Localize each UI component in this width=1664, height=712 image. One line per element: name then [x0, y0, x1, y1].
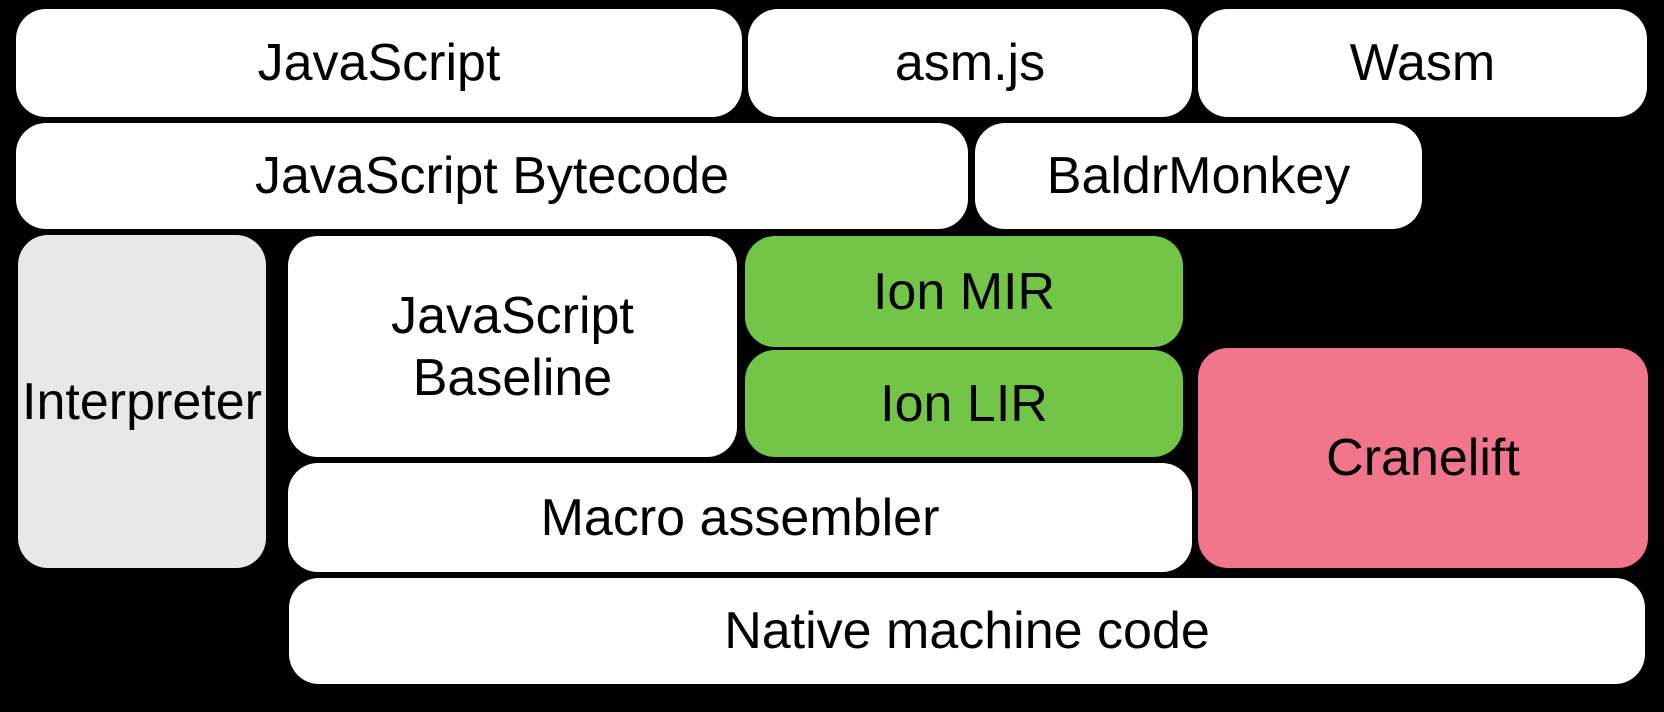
node-ion-mir: Ion MIR	[745, 236, 1183, 347]
node-macro-assembler: Macro assembler	[288, 463, 1192, 572]
node-cranelift: Cranelift	[1198, 348, 1648, 568]
node-wasm: Wasm	[1198, 9, 1647, 117]
node-interpreter: Interpreter	[18, 235, 266, 568]
node-javascript: JavaScript	[16, 9, 742, 117]
node-baldrmonkey: BaldrMonkey	[975, 123, 1422, 229]
node-javascript-bytecode: JavaScript Bytecode	[16, 123, 968, 229]
node-javascript-baseline: JavaScript Baseline	[288, 236, 737, 457]
node-asmjs: asm.js	[748, 9, 1192, 117]
node-ion-lir: Ion LIR	[745, 350, 1183, 457]
node-native-machine-code: Native machine code	[289, 578, 1645, 684]
